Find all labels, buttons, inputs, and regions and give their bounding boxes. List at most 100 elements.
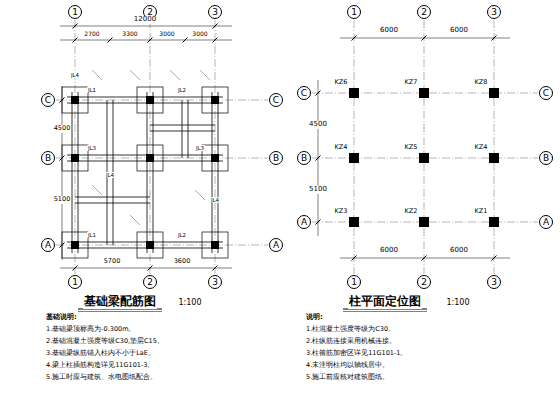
pad-footing (62, 87, 88, 113)
axis-bubble: A (297, 215, 311, 229)
drawing-line (150, 131, 215, 132)
drawing-line (200, 70, 210, 80)
axis-bubble: 1 (68, 5, 82, 19)
note-text: 2.基础混凝土强度等级C30,垫层C15。 (45, 338, 165, 345)
pad-footing (202, 232, 228, 258)
column-section (420, 154, 429, 163)
axis-label: 1 (351, 278, 357, 287)
drawing-line (213, 24, 218, 29)
column-section (212, 97, 219, 104)
drawing-line (73, 266, 78, 271)
axis-bubble: C (269, 93, 283, 107)
axis-label: A (543, 218, 549, 227)
dimension-text: 5100 (53, 196, 72, 203)
dimension-text: KZ2 (404, 208, 419, 215)
drawing-line (183, 38, 188, 43)
axis-label: 3 (491, 278, 497, 287)
drawing-line (130, 70, 140, 80)
drawing-line (494, 20, 495, 274)
drawing-line (60, 98, 65, 103)
drawing-title: 基础梁配筋图 (83, 295, 157, 308)
dimension-text: JL3 (195, 145, 205, 151)
drawing-line (148, 38, 153, 43)
axis-label: 1 (72, 8, 78, 17)
drawing-line (352, 36, 357, 41)
column-section (212, 155, 219, 162)
axis-label: 3 (491, 8, 497, 17)
note-text: 2.柱纵筋连接采用机械连接。 (305, 338, 397, 345)
note-text: 4.未注明柱均以轴线居中。 (305, 362, 390, 369)
axis-bubble: 1 (347, 5, 361, 19)
axis-label: B (45, 154, 51, 163)
dimension-text: 6000 (449, 247, 469, 255)
dimension-text: 4500 (53, 125, 72, 132)
drawing-line (422, 36, 427, 41)
note-text: 基础说明: (45, 314, 78, 322)
dimension-text: JL3 (87, 145, 97, 151)
axis-bubble: 3 (208, 5, 222, 19)
dimension-text: KZ8 (474, 79, 489, 86)
pad-footing (62, 232, 88, 258)
axis-label: 2 (147, 8, 153, 17)
axis-label: 3 (212, 8, 218, 17)
pad-footing (137, 87, 163, 113)
note-text: 5.施工时应与建筑、水电图纸配合。 (45, 374, 158, 381)
axis-label: 2 (421, 278, 427, 287)
column-section (72, 97, 79, 104)
dimension-text: 3300 (121, 31, 138, 38)
column-section (350, 154, 359, 163)
axis-bubble: A (269, 238, 283, 252)
axis-bubble: C (41, 93, 55, 107)
pad-footing (202, 87, 228, 113)
axis-label: 3 (212, 278, 218, 287)
drawing-line (195, 190, 205, 200)
axis-label: 2 (147, 278, 153, 287)
drawing-line (422, 256, 427, 261)
axis-bubble: 3 (487, 275, 501, 289)
drawing-line (182, 100, 183, 158)
axis-bubble: 2 (417, 275, 431, 289)
drawing-line (354, 20, 355, 274)
pad-footing (137, 232, 163, 258)
dimension-text: 5700 (103, 258, 122, 265)
dimension-text: JL1 (87, 232, 97, 238)
drawing-line (150, 125, 215, 126)
drawing-line (75, 203, 150, 204)
drawing-line (62, 86, 63, 260)
drawing-line (424, 20, 425, 274)
drawing-line (60, 243, 65, 248)
axis-label: 1 (72, 278, 78, 287)
dimension-text: 6000 (379, 247, 399, 255)
drawing-line (67, 242, 223, 243)
axis-bubble: 1 (68, 275, 82, 289)
dimension-text: JL4 (105, 172, 115, 178)
drawing-line (67, 161, 223, 162)
axis-bubble: 2 (143, 275, 157, 289)
axis-bubble: 3 (208, 275, 222, 289)
axis-bubble: 3 (487, 5, 501, 19)
drawing-line (60, 26, 232, 27)
drawing-line (92, 70, 102, 80)
drawing-line (153, 92, 154, 253)
drawing-line (352, 256, 357, 261)
drawing-title: 1:100 (177, 299, 202, 308)
drawing-line (67, 97, 223, 98)
axis-bubble: B (297, 151, 311, 165)
drawing-line (60, 268, 232, 269)
dimension-text: JL2 (177, 232, 187, 238)
drawing-line (75, 20, 76, 274)
dimension-text: KZ4 (334, 144, 349, 151)
column-section (420, 218, 429, 227)
axis-label: A (45, 241, 51, 250)
axis-label: A (301, 218, 307, 227)
axis-label: B (273, 154, 279, 163)
axis-bubble: C (539, 86, 553, 100)
dimension-text: JL1 (87, 87, 97, 93)
dimension-text: KZ7 (404, 79, 419, 86)
drawing-line (212, 92, 213, 253)
axis-label: C (45, 96, 51, 105)
drawing-line (60, 156, 65, 161)
drawing-line (316, 156, 321, 161)
column-section (147, 242, 154, 249)
drawing-line (92, 185, 102, 195)
